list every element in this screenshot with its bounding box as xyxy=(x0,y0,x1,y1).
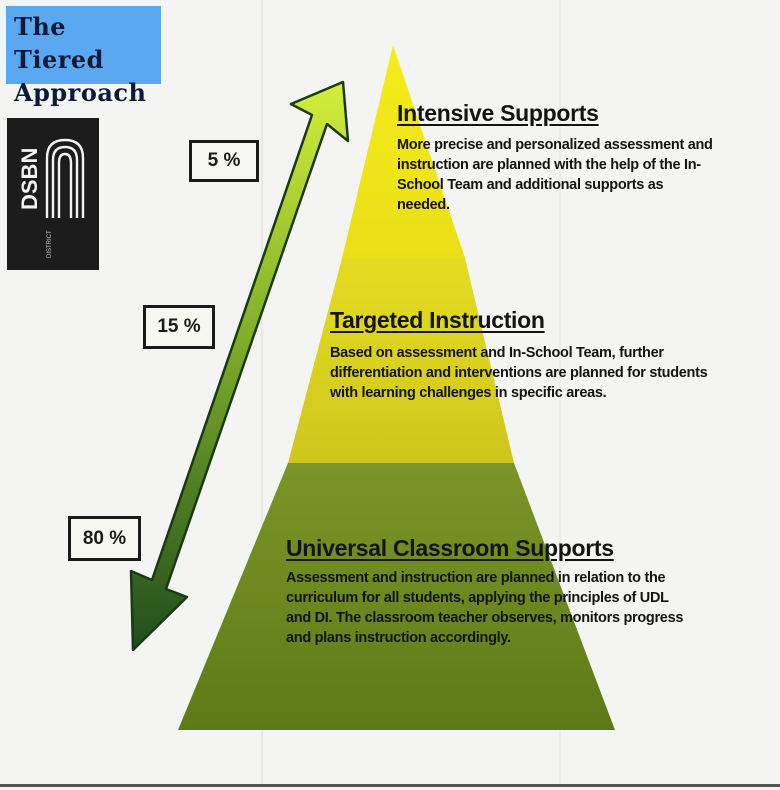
pyramid-tier-top xyxy=(342,45,465,258)
percent-bottom: 80 % xyxy=(68,516,141,561)
desc-line: Based on assessment and In-School Team, … xyxy=(330,345,664,361)
tier-title-targeted: Targeted Instruction xyxy=(330,307,545,333)
desc-line: with learning challenges in specific are… xyxy=(330,385,607,401)
tier-desc-universal: Assessment and instruction are planned i… xyxy=(286,568,766,648)
desc-line: instruction are planned with the help of… xyxy=(397,157,701,173)
desc-line: School Team and additional supports as xyxy=(397,177,664,193)
title-line-2: Approach xyxy=(14,78,147,107)
percent-middle: 15 % xyxy=(143,305,215,349)
logo-caption: DISTRICT xyxy=(47,230,53,258)
desc-line: needed. xyxy=(397,197,450,213)
logo-letters: DSBN xyxy=(17,148,42,210)
tier-desc-intensive: More precise and personalized assessment… xyxy=(397,135,777,215)
tier-title-intensive: Intensive Supports xyxy=(397,100,599,126)
desc-line: and plans instruction accordingly. xyxy=(286,630,511,646)
desc-line: More precise and personalized assessment… xyxy=(397,137,713,153)
desc-line: differentiation and interventions are pl… xyxy=(330,365,708,381)
percent-top: 5 % xyxy=(189,140,259,182)
desc-line: Assessment and instruction are planned i… xyxy=(286,570,666,586)
tier-desc-targeted: Based on assessment and In-School Team, … xyxy=(330,343,775,403)
tier-title-universal: Universal Classroom Supports xyxy=(286,535,614,561)
dsbn-logo: DSBN DISTRICT xyxy=(7,118,99,270)
double-arrow xyxy=(129,80,350,652)
desc-line: and DI. The classroom teacher observes, … xyxy=(286,610,684,626)
title-line-1: The Tiered xyxy=(14,12,104,74)
desc-line: curriculum for all students, applying th… xyxy=(286,590,669,606)
pyramid-tier-middle xyxy=(288,258,514,463)
bottom-border xyxy=(0,784,780,787)
pyramid-tier-bottom xyxy=(178,463,615,730)
title-box: The Tiered Approach xyxy=(6,6,161,107)
